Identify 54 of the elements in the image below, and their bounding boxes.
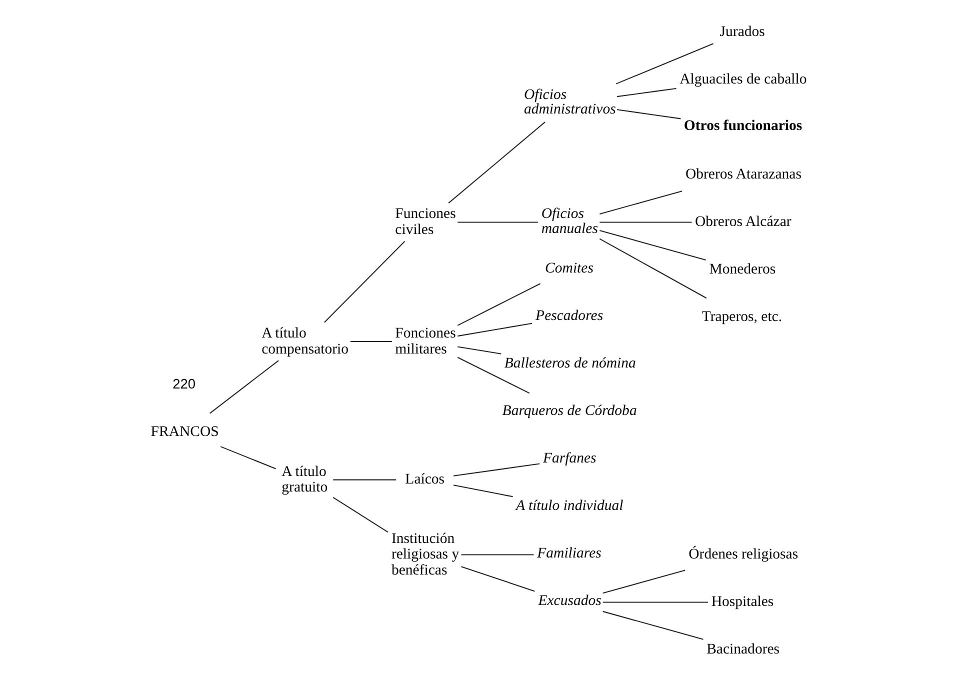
node-text: A título gratuito [281,463,328,496]
connector [456,356,530,394]
connector [599,230,706,260]
node-text: Obreros Alcázar [694,214,791,230]
connector [452,484,512,497]
node-text: Fonciones militares [394,325,456,357]
node-text: Barqueros de Córdoba [502,402,636,419]
connector [616,108,680,119]
node-text: Institución religiosas y benéficas [390,530,459,578]
node-text: Hospitales [710,594,774,610]
connector [457,322,532,336]
connector [457,346,501,354]
node-text: Traperos, etc. [701,308,782,325]
node-text: Farfanes [542,450,596,466]
node-text: Obreros Atarazanas [684,166,801,182]
connector [599,190,682,214]
node-text: Bacinadores [706,641,780,658]
node-text: Alguaciles de caballo [679,71,806,88]
node-text: Funciones civiles [394,206,456,238]
connector [220,446,276,469]
connector [456,282,540,326]
node-text: Monederos [708,261,776,278]
node-text: A título compensatorio [261,325,348,357]
node-text: Ballesteros de nómina [504,355,636,372]
node-text: Laícos [404,471,444,488]
label: 220 [172,376,195,391]
connector [602,610,703,640]
node-text: FRANCOS [150,424,218,440]
node-text: Comites [544,260,593,276]
node-text: Otros funcionarios [683,118,802,134]
node-text: Excusados [538,592,601,609]
node-text: Oficios administrativos [523,86,616,118]
node-text: A título individual [516,498,623,514]
connector [616,87,676,97]
connector [602,569,685,594]
node-text: Pescadores [535,308,603,324]
connector [452,462,540,476]
connector [602,601,708,602]
connector [209,360,278,414]
connector [615,42,713,84]
connector [457,221,538,222]
connector [350,340,392,342]
connector [460,554,534,555]
node-text: Familiares [536,545,601,562]
connector [332,478,396,480]
connector [448,121,545,203]
node-text: Órdenes religiosas [688,546,798,562]
connector [332,496,388,532]
connector [460,566,534,592]
node-text: Jurados [719,24,764,40]
connector [598,238,706,298]
connector [599,221,692,222]
connector [324,240,405,322]
node-text: Oficios manuales [540,206,598,237]
